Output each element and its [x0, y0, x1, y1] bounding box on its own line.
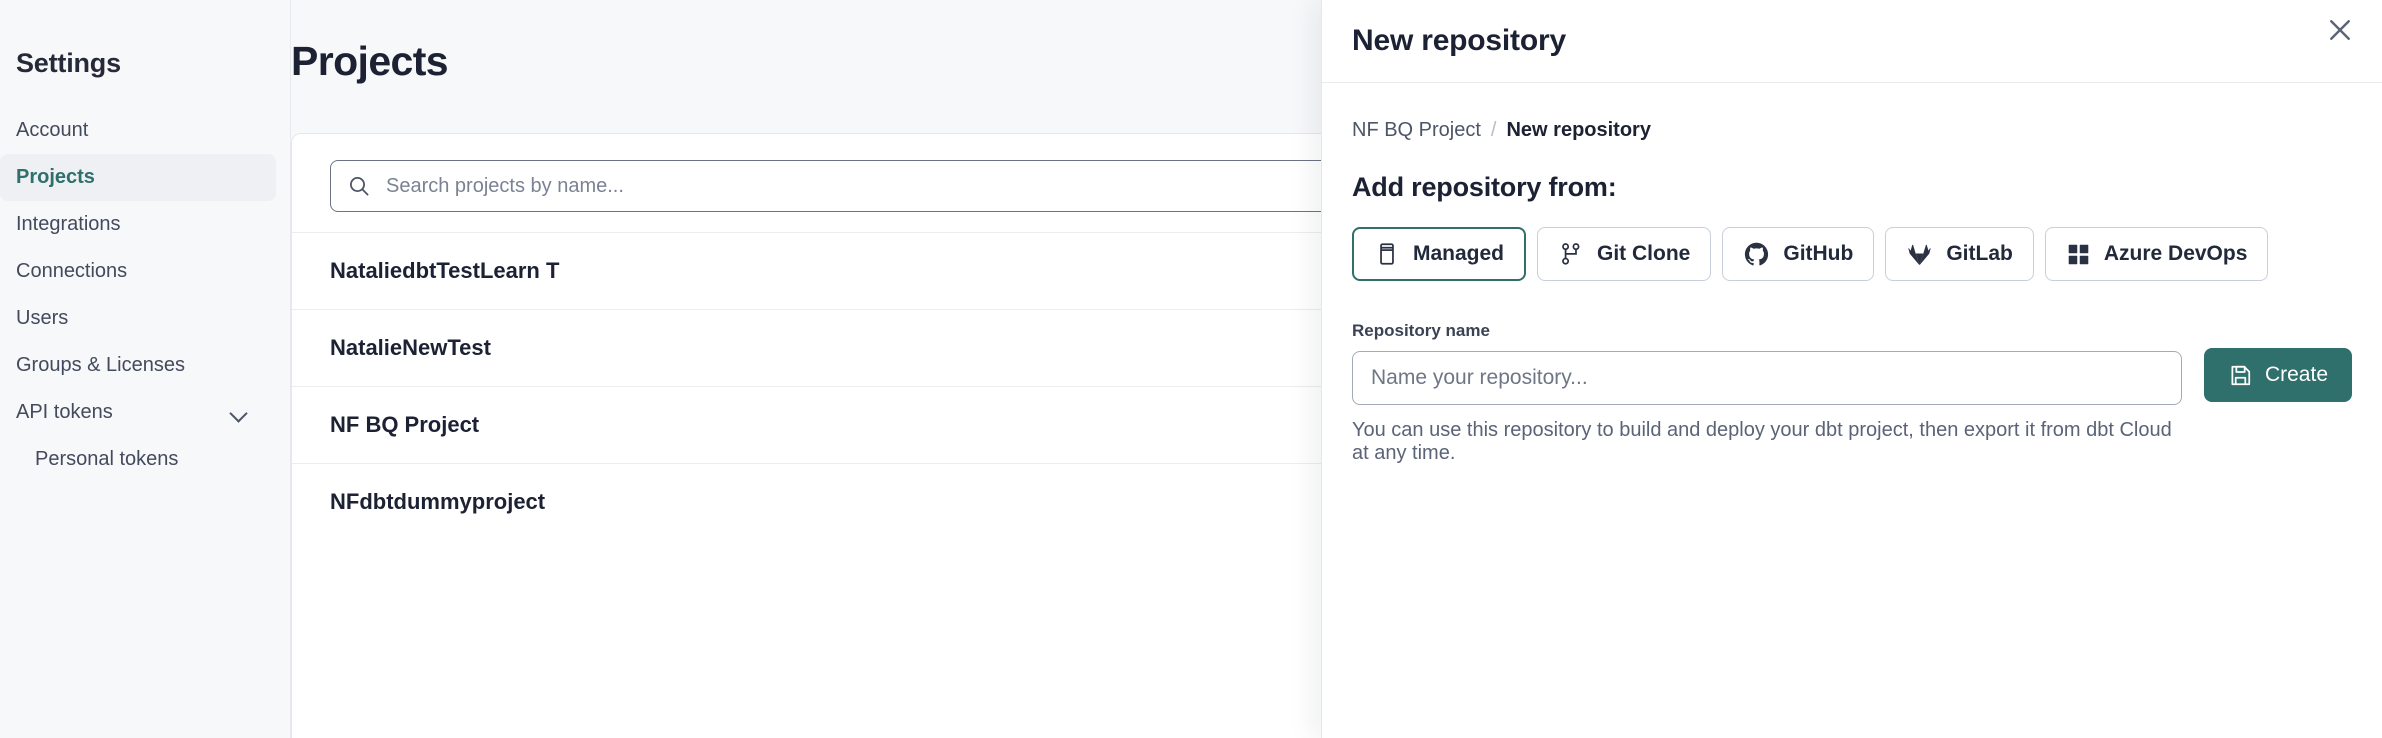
- breadcrumb-current: New repository: [1506, 119, 1651, 141]
- source-button-label: Azure DevOps: [2103, 242, 2248, 265]
- sidebar-item-label: Users: [16, 307, 69, 329]
- page-title: Projects: [291, 38, 449, 84]
- gitlab-icon: [1906, 241, 1933, 268]
- sidebar-item-label: Groups & Licenses: [16, 354, 185, 376]
- source-button-label: GitLab: [1946, 242, 2013, 265]
- close-icon[interactable]: [2318, 8, 2362, 52]
- sidebar-item-connections[interactable]: Connections: [0, 248, 276, 295]
- panel-body: NF BQ Project / New repository Add repos…: [1322, 83, 2382, 465]
- panel-header: New repository: [1322, 0, 2382, 83]
- search-box[interactable]: [330, 160, 1342, 212]
- breadcrumb: NF BQ Project / New repository: [1352, 119, 2352, 142]
- sidebar-item-label: Personal tokens: [35, 448, 179, 470]
- sidebar-item-label: Account: [16, 119, 89, 141]
- repository-helper-text: You can use this repository to build and…: [1352, 419, 2172, 464]
- source-button-label: Managed: [1413, 242, 1505, 265]
- repository-name-label: Repository name: [1352, 321, 1490, 340]
- projects-main: Projects NataliedbtTestLearn T NatalieNew…: [291, 0, 1471, 738]
- project-list-item[interactable]: NF BQ Project: [292, 386, 1380, 463]
- repository-name-field: Repository name You can use this reposit…: [1352, 321, 2182, 465]
- breadcrumb-parent-link[interactable]: NF BQ Project: [1352, 119, 1481, 141]
- project-name: NatalieNewTest: [330, 335, 491, 360]
- new-repository-panel: New repository NF BQ Project / New repos…: [1321, 0, 2382, 738]
- sidebar-item-label: Projects: [16, 166, 95, 188]
- repository-name-input[interactable]: [1352, 351, 2182, 405]
- source-button-gitlab[interactable]: GitLab: [1885, 227, 2034, 281]
- repository-source-options: Managed Git Clone GitHub GitLab Azure DevOps: [1352, 227, 2352, 281]
- source-button-github[interactable]: GitHub: [1722, 227, 1875, 281]
- project-list-item[interactable]: NatalieNewTest: [292, 309, 1380, 386]
- project-list-item[interactable]: NFdbtdummyproject: [292, 463, 1380, 540]
- source-button-git-clone[interactable]: Git Clone: [1537, 227, 1712, 281]
- search-input[interactable]: [384, 173, 1325, 199]
- projects-card: NataliedbtTestLearn T NatalieNewTest NF BQ…: [291, 133, 1381, 738]
- breadcrumb-separator: /: [1490, 119, 1497, 141]
- sidebar-item-account[interactable]: Account: [0, 107, 276, 154]
- sidebar-item-integrations[interactable]: Integrations: [0, 201, 276, 248]
- source-button-azure-devops[interactable]: Azure DevOps: [2044, 227, 2269, 281]
- project-name: NataliedbtTestLearn T: [330, 258, 560, 283]
- search-icon: [347, 174, 371, 198]
- repository-name-row: Repository name You can use this reposit…: [1352, 321, 2352, 465]
- sidebar-title: Settings: [16, 48, 121, 78]
- sidebar-item-personal-tokens[interactable]: Personal tokens: [0, 436, 276, 483]
- sidebar-item-label: Connections: [16, 260, 128, 282]
- create-button-label: Create: [2264, 363, 2328, 386]
- sidebar-item-label: Integrations: [16, 213, 121, 235]
- create-button[interactable]: Create: [2203, 348, 2352, 402]
- database-icon: [1374, 241, 1400, 267]
- projects-list: NataliedbtTestLearn T NatalieNewTest NF BQ…: [292, 232, 1380, 540]
- sidebar-item-api-tokens[interactable]: API tokens: [0, 389, 276, 436]
- azure-devops-icon: [2066, 242, 2091, 267]
- save-icon: [2228, 363, 2253, 388]
- source-button-label: Git Clone: [1597, 242, 1691, 265]
- project-list-item[interactable]: NataliedbtTestLearn T: [292, 232, 1380, 309]
- github-icon: [1743, 241, 1770, 268]
- project-name: NFdbtdummyproject: [330, 489, 546, 514]
- chevron-down-icon[interactable]: [230, 403, 250, 423]
- source-button-label: GitHub: [1783, 242, 1854, 265]
- panel-title: New repository: [1352, 24, 1566, 57]
- sidebar-item-groups-licenses[interactable]: Groups & Licenses: [0, 342, 276, 389]
- projects-search-wrap: [292, 134, 1380, 232]
- project-name: NF BQ Project: [330, 412, 480, 437]
- git-branch-icon: [1558, 241, 1584, 267]
- source-button-managed[interactable]: Managed: [1352, 227, 1527, 281]
- add-repository-heading: Add repository from:: [1352, 172, 1617, 202]
- sidebar-item-projects[interactable]: Projects: [0, 154, 276, 201]
- sidebar-item-users[interactable]: Users: [0, 295, 276, 342]
- sidebar-item-label: API tokens: [16, 401, 113, 423]
